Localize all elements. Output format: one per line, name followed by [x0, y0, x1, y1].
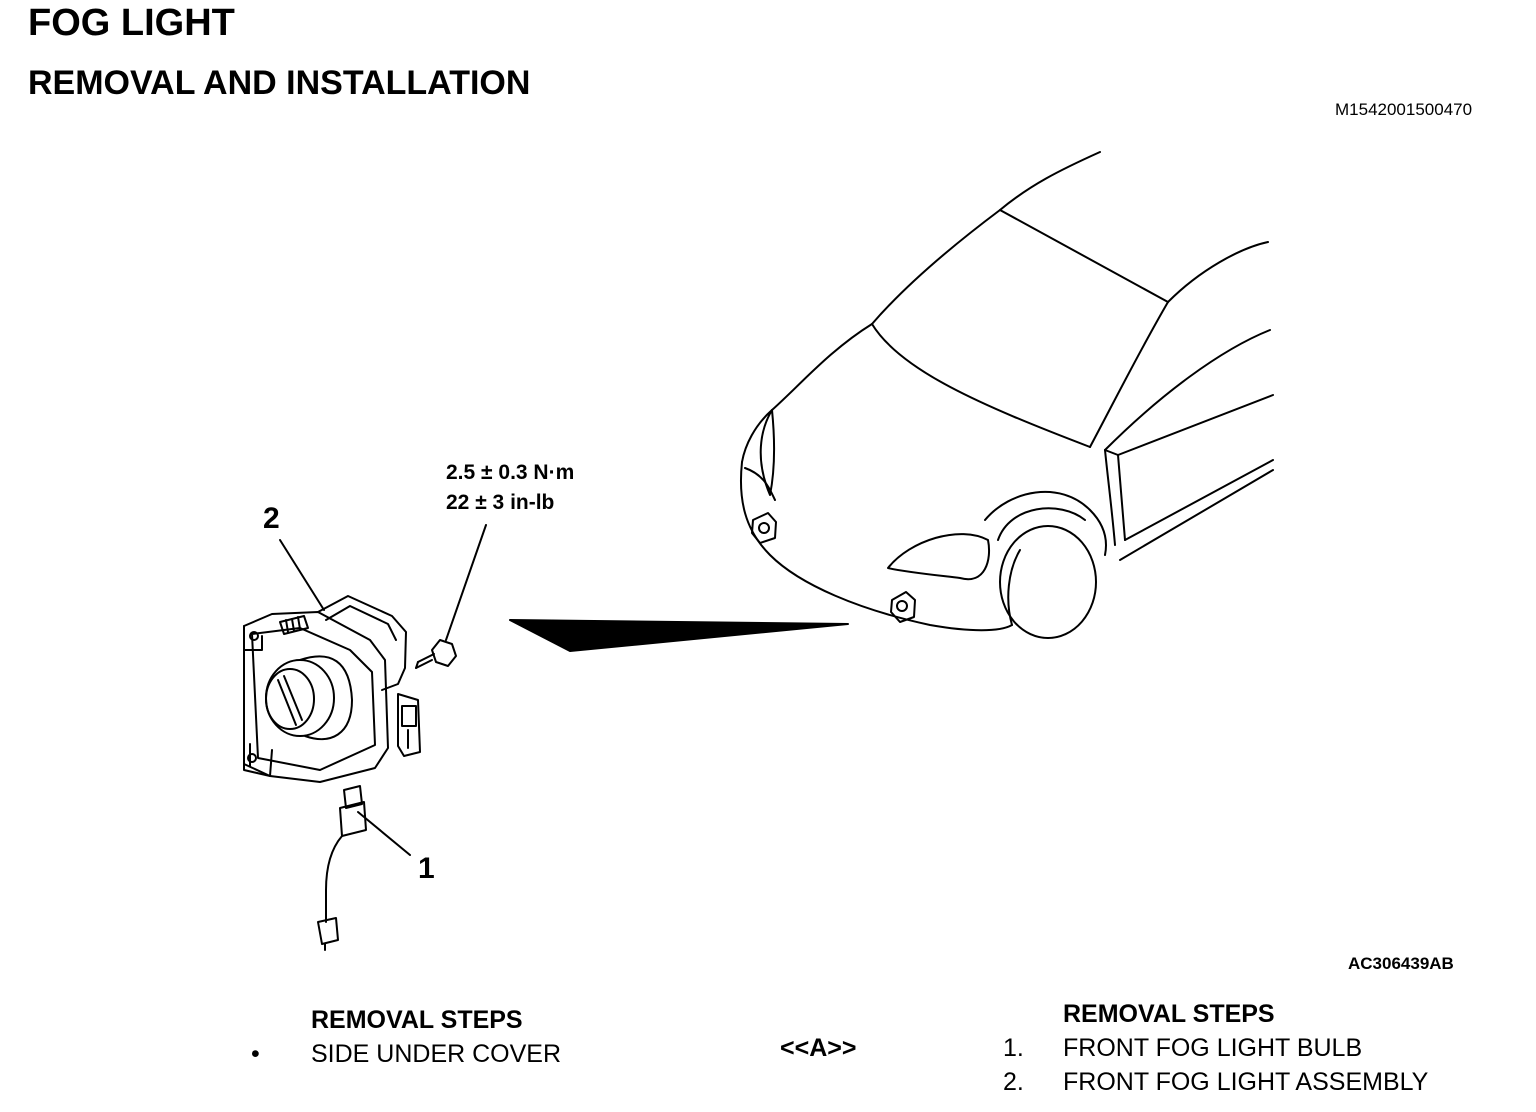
leader-line-1: [357, 811, 411, 856]
leader-line-2: [279, 539, 325, 611]
page-title: FOG LIGHT: [28, 2, 235, 44]
screw-icon: [415, 639, 457, 669]
right-steps-heading: REMOVAL STEPS: [1063, 1000, 1275, 1028]
right-steps-num-2: 2.: [1003, 1068, 1024, 1096]
callout-1: 1: [418, 852, 435, 885]
document-id: M1542001500470: [1335, 100, 1473, 119]
car-front-illustration: [509, 151, 1274, 652]
bulb-harness-icon: [317, 785, 367, 951]
right-steps-num-1: 1.: [1003, 1034, 1024, 1062]
leader-line-torque: [445, 524, 487, 641]
torque-spec-inlb: 22 ± 3 in-lb: [446, 491, 555, 514]
left-steps-heading: REMOVAL STEPS: [311, 1006, 523, 1034]
left-steps-bullet: •: [251, 1040, 260, 1068]
torque-spec-nm: 2.5 ± 0.3 N·m: [446, 461, 575, 484]
callout-2: 2: [263, 502, 280, 535]
left-steps-item: SIDE UNDER COVER: [311, 1040, 562, 1068]
figure-id: AC306439AB: [1348, 954, 1454, 973]
right-steps-item-2: FRONT FOG LIGHT ASSEMBLY: [1063, 1068, 1429, 1096]
fog-light-assembly-illustration: [243, 595, 421, 783]
page-subtitle: REMOVAL AND INSTALLATION: [28, 64, 531, 102]
procedure-marker: <<A>>: [780, 1034, 857, 1062]
right-steps-item-1: FRONT FOG LIGHT BULB: [1063, 1034, 1363, 1062]
